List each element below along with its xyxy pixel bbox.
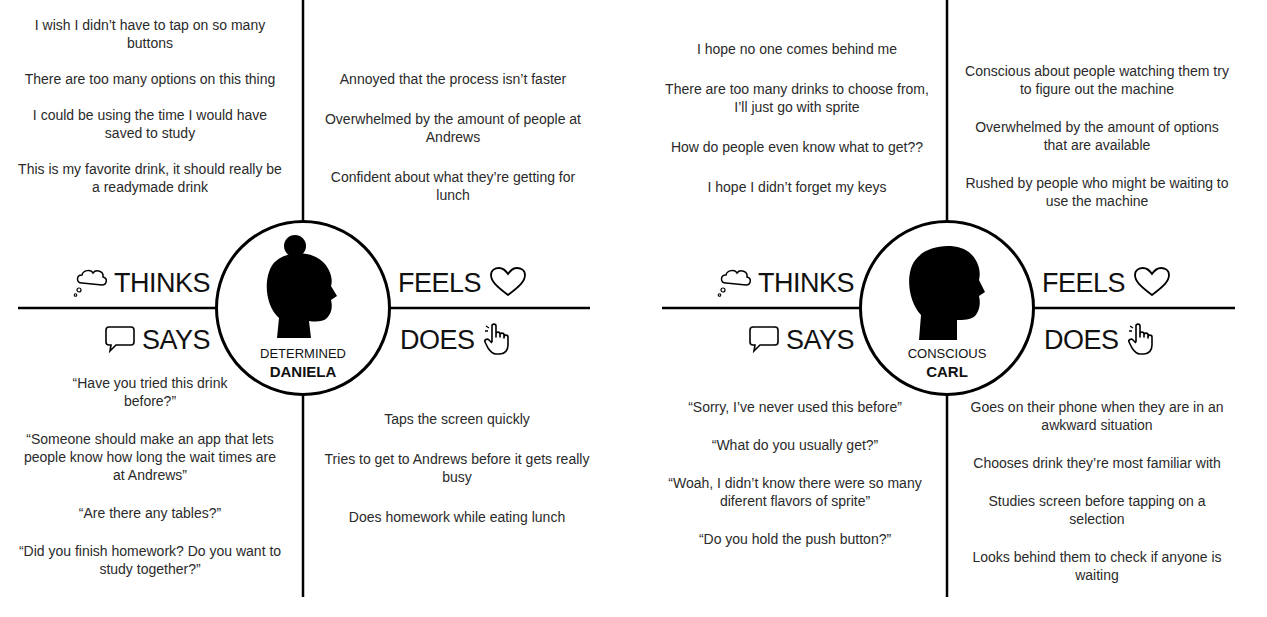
quadrant-note: “What do you usually get?” [663,436,928,454]
circle-ground [216,221,390,395]
quadrant-note: There are too many options on this thing [18,70,283,88]
quadrant-note: There are too many drinks to choose from… [665,80,930,116]
quadrant-note: I could be using the time I would have s… [18,106,283,142]
quadrant-note: I hope no one comes behind me [665,40,930,58]
quadrant-note: Annoyed that the process isn’t faster [321,70,586,88]
quadrant-note: This is my favorite drink, it should rea… [18,160,283,196]
quadrant-heading: FEELS [398,268,481,299]
quadrant-note: Goes on their phone when they are in an … [965,398,1230,434]
quadrant-heading: SAYS [142,325,210,356]
thought-cloud-icon [72,266,108,298]
persona-circle: CONSCIOUSCARL [859,220,1035,396]
quadrant-heading: DOES [400,325,475,356]
quadrant-note: Chooses drink they’re most familiar with [965,454,1230,472]
quadrant-note: Rushed by people who might be waiting to… [965,174,1230,210]
heart-icon [1133,266,1171,298]
pointing-hand-icon [483,322,513,356]
quadrant-note: Conscious about people watching them try… [965,62,1230,98]
quadrant-note: How do people even know what to get?? [665,138,930,156]
quadrant-note: Looks behind them to check if anyone is … [965,548,1230,584]
pointing-hand-icon [1127,322,1157,356]
quadrant-note: Confident about what they’re getting for… [321,168,586,204]
quadrant-heading: FEELS [1042,268,1125,299]
quadrant-note: “Do you hold the push button?” [663,530,928,548]
quadrant-note: Taps the screen quickly [325,410,590,428]
quadrant-note: “Woah, I didn’t know there were so many … [663,474,928,510]
quadrant-note: I hope I didn’t forget my keys [665,178,930,196]
quadrant-note: I wish I didn’t have to tap on so many b… [18,16,283,52]
quadrant-note: “Did you finish homework? Do you want to… [18,542,283,578]
quadrant-note: Studies screen before tapping on a selec… [965,492,1230,528]
persona-name: CARL [862,363,1032,381]
thought-cloud-icon [716,266,752,298]
heart-icon [489,266,527,298]
persona-trait: CONSCIOUS [862,346,1032,362]
quadrant-note: Tries to get to Andrews before it gets r… [325,450,590,486]
female-silhouette [267,235,337,338]
quadrant-note: Overwhelmed by the amount of people at A… [321,110,586,146]
circle-ground [860,221,1034,395]
quadrant-note: “Have you tried this drink before?” [70,374,230,410]
speech-bubble-icon [104,324,136,354]
quadrant-heading: SAYS [786,325,854,356]
male-silhouette [909,246,985,340]
persona-trait: DETERMINED [218,346,388,362]
quadrant-heading: THINKS [114,268,210,299]
quadrant-note: “Sorry, I’ve never used this before” [663,398,928,416]
persona-name: DANIELA [218,363,388,381]
quadrant-note: “Someone should make an app that lets pe… [18,430,283,484]
quadrant-note: Does homework while eating lunch [325,508,590,526]
quadrant-note: “Are there any tables?” [18,504,283,522]
quadrant-heading: THINKS [758,268,854,299]
quadrant-note: Overwhelmed by the amount of options tha… [965,118,1230,154]
speech-bubble-icon [748,324,780,354]
persona-circle: DETERMINEDDANIELA [215,220,391,396]
quadrant-heading: DOES [1044,325,1119,356]
